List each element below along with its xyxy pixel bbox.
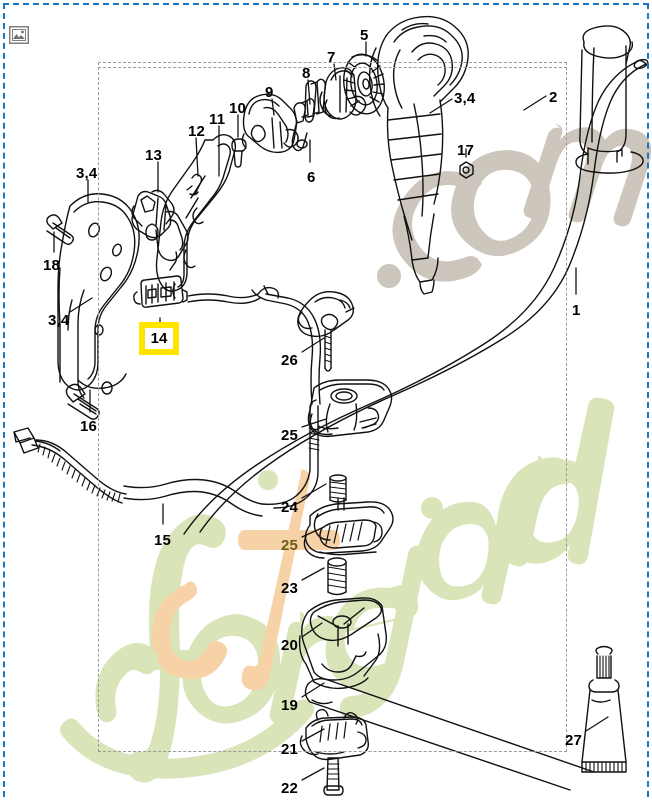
broken-image-icon — [9, 26, 29, 44]
part-throttle-lever — [155, 133, 237, 299]
part-switch-housing — [241, 93, 299, 154]
callout-23: 23 — [281, 580, 299, 597]
part-spring-lower — [327, 557, 347, 596]
diagram-inner-top-rule — [98, 67, 567, 68]
part-spring-clip — [186, 173, 203, 196]
part-throttle-cable — [13, 285, 322, 517]
callout-22: 22 — [281, 780, 299, 797]
callout-24: 24 — [281, 499, 299, 516]
callout-2: 2 — [549, 89, 558, 106]
part-cam-block — [319, 66, 367, 120]
part-handle-housing-right — [368, 15, 469, 295]
leader-lines — [53, 41, 609, 781]
callout-9: 9 — [265, 84, 274, 101]
callout-1: 1 — [572, 302, 581, 319]
part-clamp-half-lower — [303, 497, 394, 559]
part-handlebar-loop-tube — [183, 58, 649, 535]
part-clamp-screw — [323, 757, 344, 796]
callout-18: 18 — [43, 257, 61, 274]
callout-17: 17 — [457, 142, 475, 159]
highlighted-part-callout-14[interactable]: 14 — [139, 322, 179, 355]
part-stop-switch — [133, 275, 188, 308]
callout-8: 8 — [302, 65, 311, 82]
callout-25-upper: 25 — [281, 427, 299, 444]
highlighted-part-number: 14 — [150, 330, 168, 347]
part-lower-clamp-bracket — [299, 708, 370, 761]
callout-25-lower: 25 — [281, 537, 299, 554]
part-wing-screw — [297, 290, 355, 372]
callout-19: 19 — [281, 697, 299, 714]
callout-27: 27 — [565, 732, 583, 749]
callout-15: 15 — [154, 532, 172, 549]
callout-6: 6 — [307, 169, 316, 186]
callout-3-4-left: 3,4 — [48, 312, 70, 329]
part-nut — [459, 161, 474, 179]
callout-26: 26 — [281, 352, 299, 369]
callout-16: 16 — [80, 418, 98, 435]
callout-11: 11 — [209, 111, 226, 128]
part-screw-18 — [46, 214, 74, 245]
callout-13: 13 — [145, 147, 163, 164]
callout-3-4-right: 3,4 — [454, 90, 476, 107]
part-drive-tube — [304, 677, 595, 791]
highlighted-part-number-box: 14 — [145, 328, 173, 349]
callout-12: 12 — [188, 123, 206, 140]
part-handle-housing-left — [57, 193, 140, 399]
callout-3-4-top: 3,4 — [76, 165, 98, 182]
part-small-lever-link — [291, 98, 316, 152]
part-handle-grip — [575, 25, 644, 174]
callout-10: 10 — [229, 100, 247, 117]
callout-20: 20 — [281, 637, 299, 654]
part-grease-tube — [581, 645, 627, 773]
callout-5: 5 — [360, 27, 369, 44]
part-screw-16 — [65, 383, 100, 420]
callout-7: 7 — [327, 49, 336, 66]
part-retainer-clip — [304, 78, 326, 123]
part-clamp-body — [298, 597, 388, 690]
callout-21: 21 — [281, 741, 299, 758]
part-clamp-half-upper — [307, 379, 393, 438]
